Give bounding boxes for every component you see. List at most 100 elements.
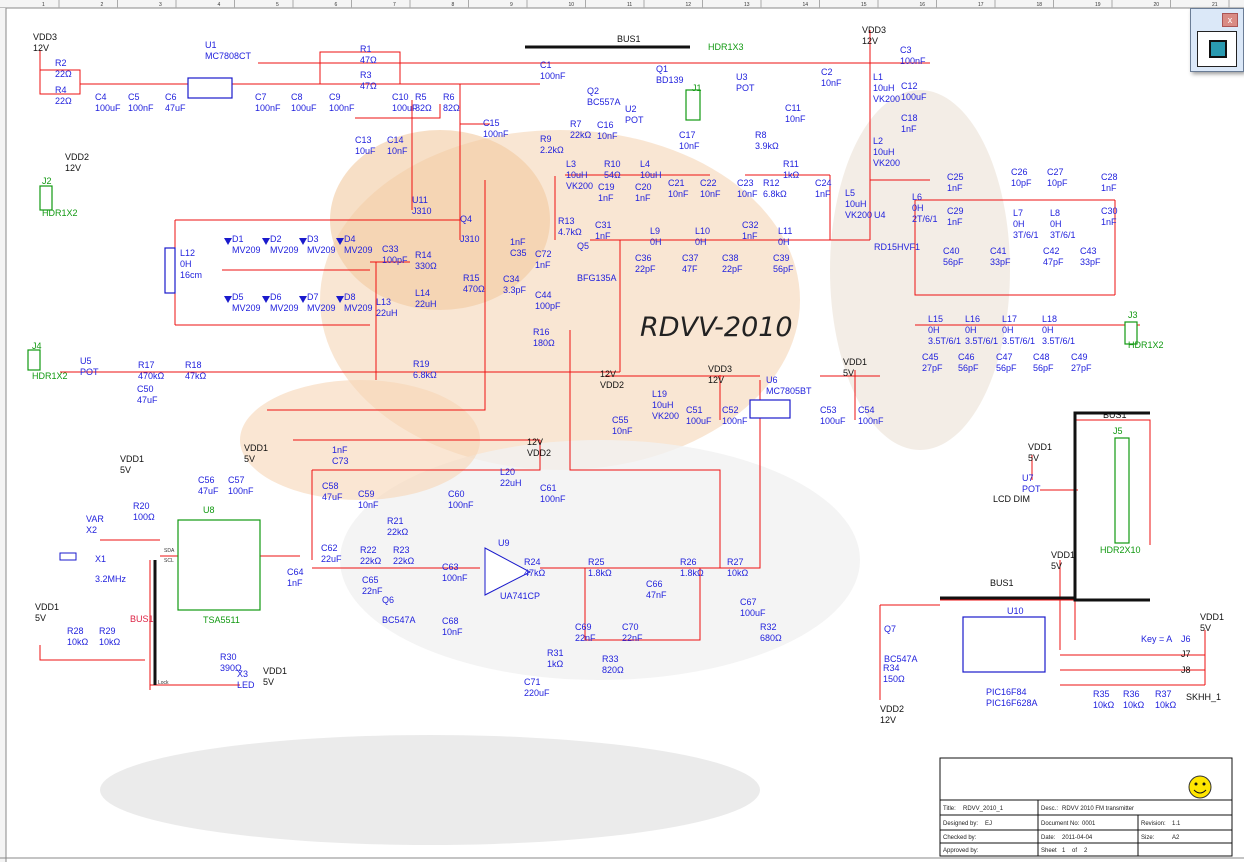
component-label-r4[interactable]: R4 — [55, 85, 67, 95]
component-label-c61[interactable]: C61 — [540, 483, 557, 493]
component-label-c68[interactable]: C68 — [442, 616, 459, 626]
component-label-r8[interactable]: R8 — [755, 130, 767, 140]
component-label-r17[interactable]: R17 — [138, 360, 155, 370]
component-label-c16[interactable]: C16 — [597, 120, 614, 130]
component-label-q2[interactable]: Q2 — [587, 86, 599, 96]
varactor-diode-symbol[interactable] — [224, 238, 232, 245]
component-label-vdd2d[interactable]: VDD2 — [880, 704, 904, 714]
component-label-l7[interactable]: L7 — [1013, 208, 1023, 218]
component-label-c31[interactable]: C31 — [595, 220, 612, 230]
component-label-c38[interactable]: C38 — [722, 253, 739, 263]
component-label-c2[interactable]: C2 — [821, 67, 833, 77]
component-label-r24[interactable]: R24 — [524, 557, 541, 567]
component-label-vdd3c[interactable]: VDD3 — [708, 364, 732, 374]
component-label-c51[interactable]: C51 — [686, 405, 703, 415]
component-label-r25[interactable]: R25 — [588, 557, 605, 567]
component-label-scl[interactable]: SCL — [164, 558, 174, 564]
component-label-r1[interactable]: R1 — [360, 44, 372, 54]
component-label-u9[interactable]: U9 — [498, 538, 510, 548]
component-label-c46[interactable]: C46 — [958, 352, 975, 362]
component-label-c55[interactable]: C55 — [612, 415, 629, 425]
component-label-l12[interactable]: L12 — [180, 248, 195, 258]
component-label-r6[interactable]: R6 — [443, 92, 455, 102]
component-label-r31[interactable]: R31 — [547, 648, 564, 658]
component-label-r36[interactable]: R36 — [1123, 689, 1140, 699]
component-label-c1[interactable]: C1 — [540, 60, 552, 70]
component-label-r30[interactable]: R30 — [220, 652, 237, 662]
component-label-l20[interactable]: L20 — [500, 467, 515, 477]
component-label-r5[interactable]: R5 — [415, 92, 427, 102]
component-label-c40[interactable]: C40 — [943, 246, 960, 256]
component-label-l15[interactable]: L15 — [928, 314, 943, 324]
component-label-u2[interactable]: U2 — [625, 104, 637, 114]
component-label-q4[interactable]: Q4 — [460, 214, 472, 224]
component-label-r37[interactable]: R37 — [1155, 689, 1172, 699]
component-label-q6[interactable]: Q6 — [382, 595, 394, 605]
component-label-vdd1c[interactable]: VDD1 — [35, 602, 59, 612]
component-label-l4[interactable]: L4 — [640, 159, 650, 169]
j1-header-symbol[interactable] — [685, 89, 701, 121]
component-label-c48[interactable]: C48 — [1033, 352, 1050, 362]
component-label-c43[interactable]: C43 — [1080, 246, 1097, 256]
component-label-d3[interactable]: D3 — [307, 234, 319, 244]
component-label-j6[interactable]: J6 — [1181, 634, 1191, 644]
component-label-d8[interactable]: D8 — [344, 292, 356, 302]
u8-tsa5511-symbol[interactable] — [177, 519, 261, 611]
component-label-c49[interactable]: C49 — [1071, 352, 1088, 362]
component-label-c30[interactable]: C30 — [1101, 206, 1118, 216]
component-label-u5[interactable]: U5 — [80, 356, 92, 366]
varactor-diode-symbol[interactable] — [299, 296, 307, 303]
component-label-d7[interactable]: D7 — [307, 292, 319, 302]
component-label-c71[interactable]: C71 — [524, 677, 541, 687]
component-label-c3[interactable]: C3 — [900, 45, 912, 55]
component-label-u8[interactable]: U8 — [203, 505, 215, 515]
component-label-c25[interactable]: C25 — [947, 172, 964, 182]
component-label-vdd1h[interactable]: VDD1 — [1200, 612, 1224, 622]
component-label-c18[interactable]: C18 — [901, 113, 918, 123]
component-label-j1[interactable]: J1 — [692, 83, 702, 93]
component-label-r2[interactable]: R2 — [55, 58, 67, 68]
component-label-l17[interactable]: L17 — [1002, 314, 1017, 324]
component-label-c59[interactable]: C59 — [358, 489, 375, 499]
component-label-r20[interactable]: R20 — [133, 501, 150, 511]
component-label-r29[interactable]: R29 — [99, 626, 116, 636]
component-label-r35[interactable]: R35 — [1093, 689, 1110, 699]
component-label-c44[interactable]: C44 — [535, 290, 552, 300]
component-label-c65[interactable]: C65 — [362, 575, 379, 585]
component-label-skhh[interactable]: SKHH_1 — [1186, 692, 1221, 702]
component-label-r23[interactable]: R23 — [393, 545, 410, 555]
varactor-diode-symbol[interactable] — [299, 238, 307, 245]
component-label-c63[interactable]: C63 — [442, 562, 459, 572]
component-label-c7[interactable]: C7 — [255, 92, 267, 102]
component-label-c39[interactable]: C39 — [773, 253, 790, 263]
component-label-c54[interactable]: C54 — [858, 405, 875, 415]
varactor-diode-symbol[interactable] — [224, 296, 232, 303]
component-label-c41[interactable]: C41 — [990, 246, 1007, 256]
component-label-l2[interactable]: L2 — [873, 136, 883, 146]
component-label-u4[interactable]: U4 — [874, 210, 886, 220]
component-label-q7[interactable]: Q7 — [884, 624, 896, 634]
component-label-c9[interactable]: C9 — [329, 92, 341, 102]
component-label-r34[interactable]: R34 — [883, 663, 900, 673]
component-label-c28[interactable]: C28 — [1101, 172, 1118, 182]
component-label-l18[interactable]: L18 — [1042, 314, 1057, 324]
component-label-vdd3b[interactable]: VDD3 — [862, 25, 886, 35]
component-label-j5[interactable]: J5 — [1113, 426, 1123, 436]
component-label-u10[interactable]: U10 — [1007, 606, 1024, 616]
component-label-c21[interactable]: C21 — [668, 178, 685, 188]
component-label-l8[interactable]: L8 — [1050, 208, 1060, 218]
component-label-r9[interactable]: R9 — [540, 134, 552, 144]
component-label-l9[interactable]: L9 — [650, 226, 660, 236]
component-label-u1[interactable]: U1 — [205, 40, 217, 50]
component-label-vdd1f[interactable]: VDD1 — [1028, 442, 1052, 452]
varactor-diode-symbol[interactable] — [336, 296, 344, 303]
component-label-x2[interactable]: VAR — [86, 514, 104, 524]
component-label-c56[interactable]: C56 — [198, 475, 215, 485]
x1-crystal-symbol[interactable] — [59, 552, 77, 561]
component-label-ua741[interactable]: UA741CP — [500, 591, 540, 601]
component-label-hdr2x10[interactable]: HDR2X10 — [1100, 545, 1141, 555]
component-label-c17[interactable]: C17 — [679, 130, 696, 140]
component-label-c58[interactable]: C58 — [322, 481, 339, 491]
component-label-d5[interactable]: D5 — [232, 292, 244, 302]
